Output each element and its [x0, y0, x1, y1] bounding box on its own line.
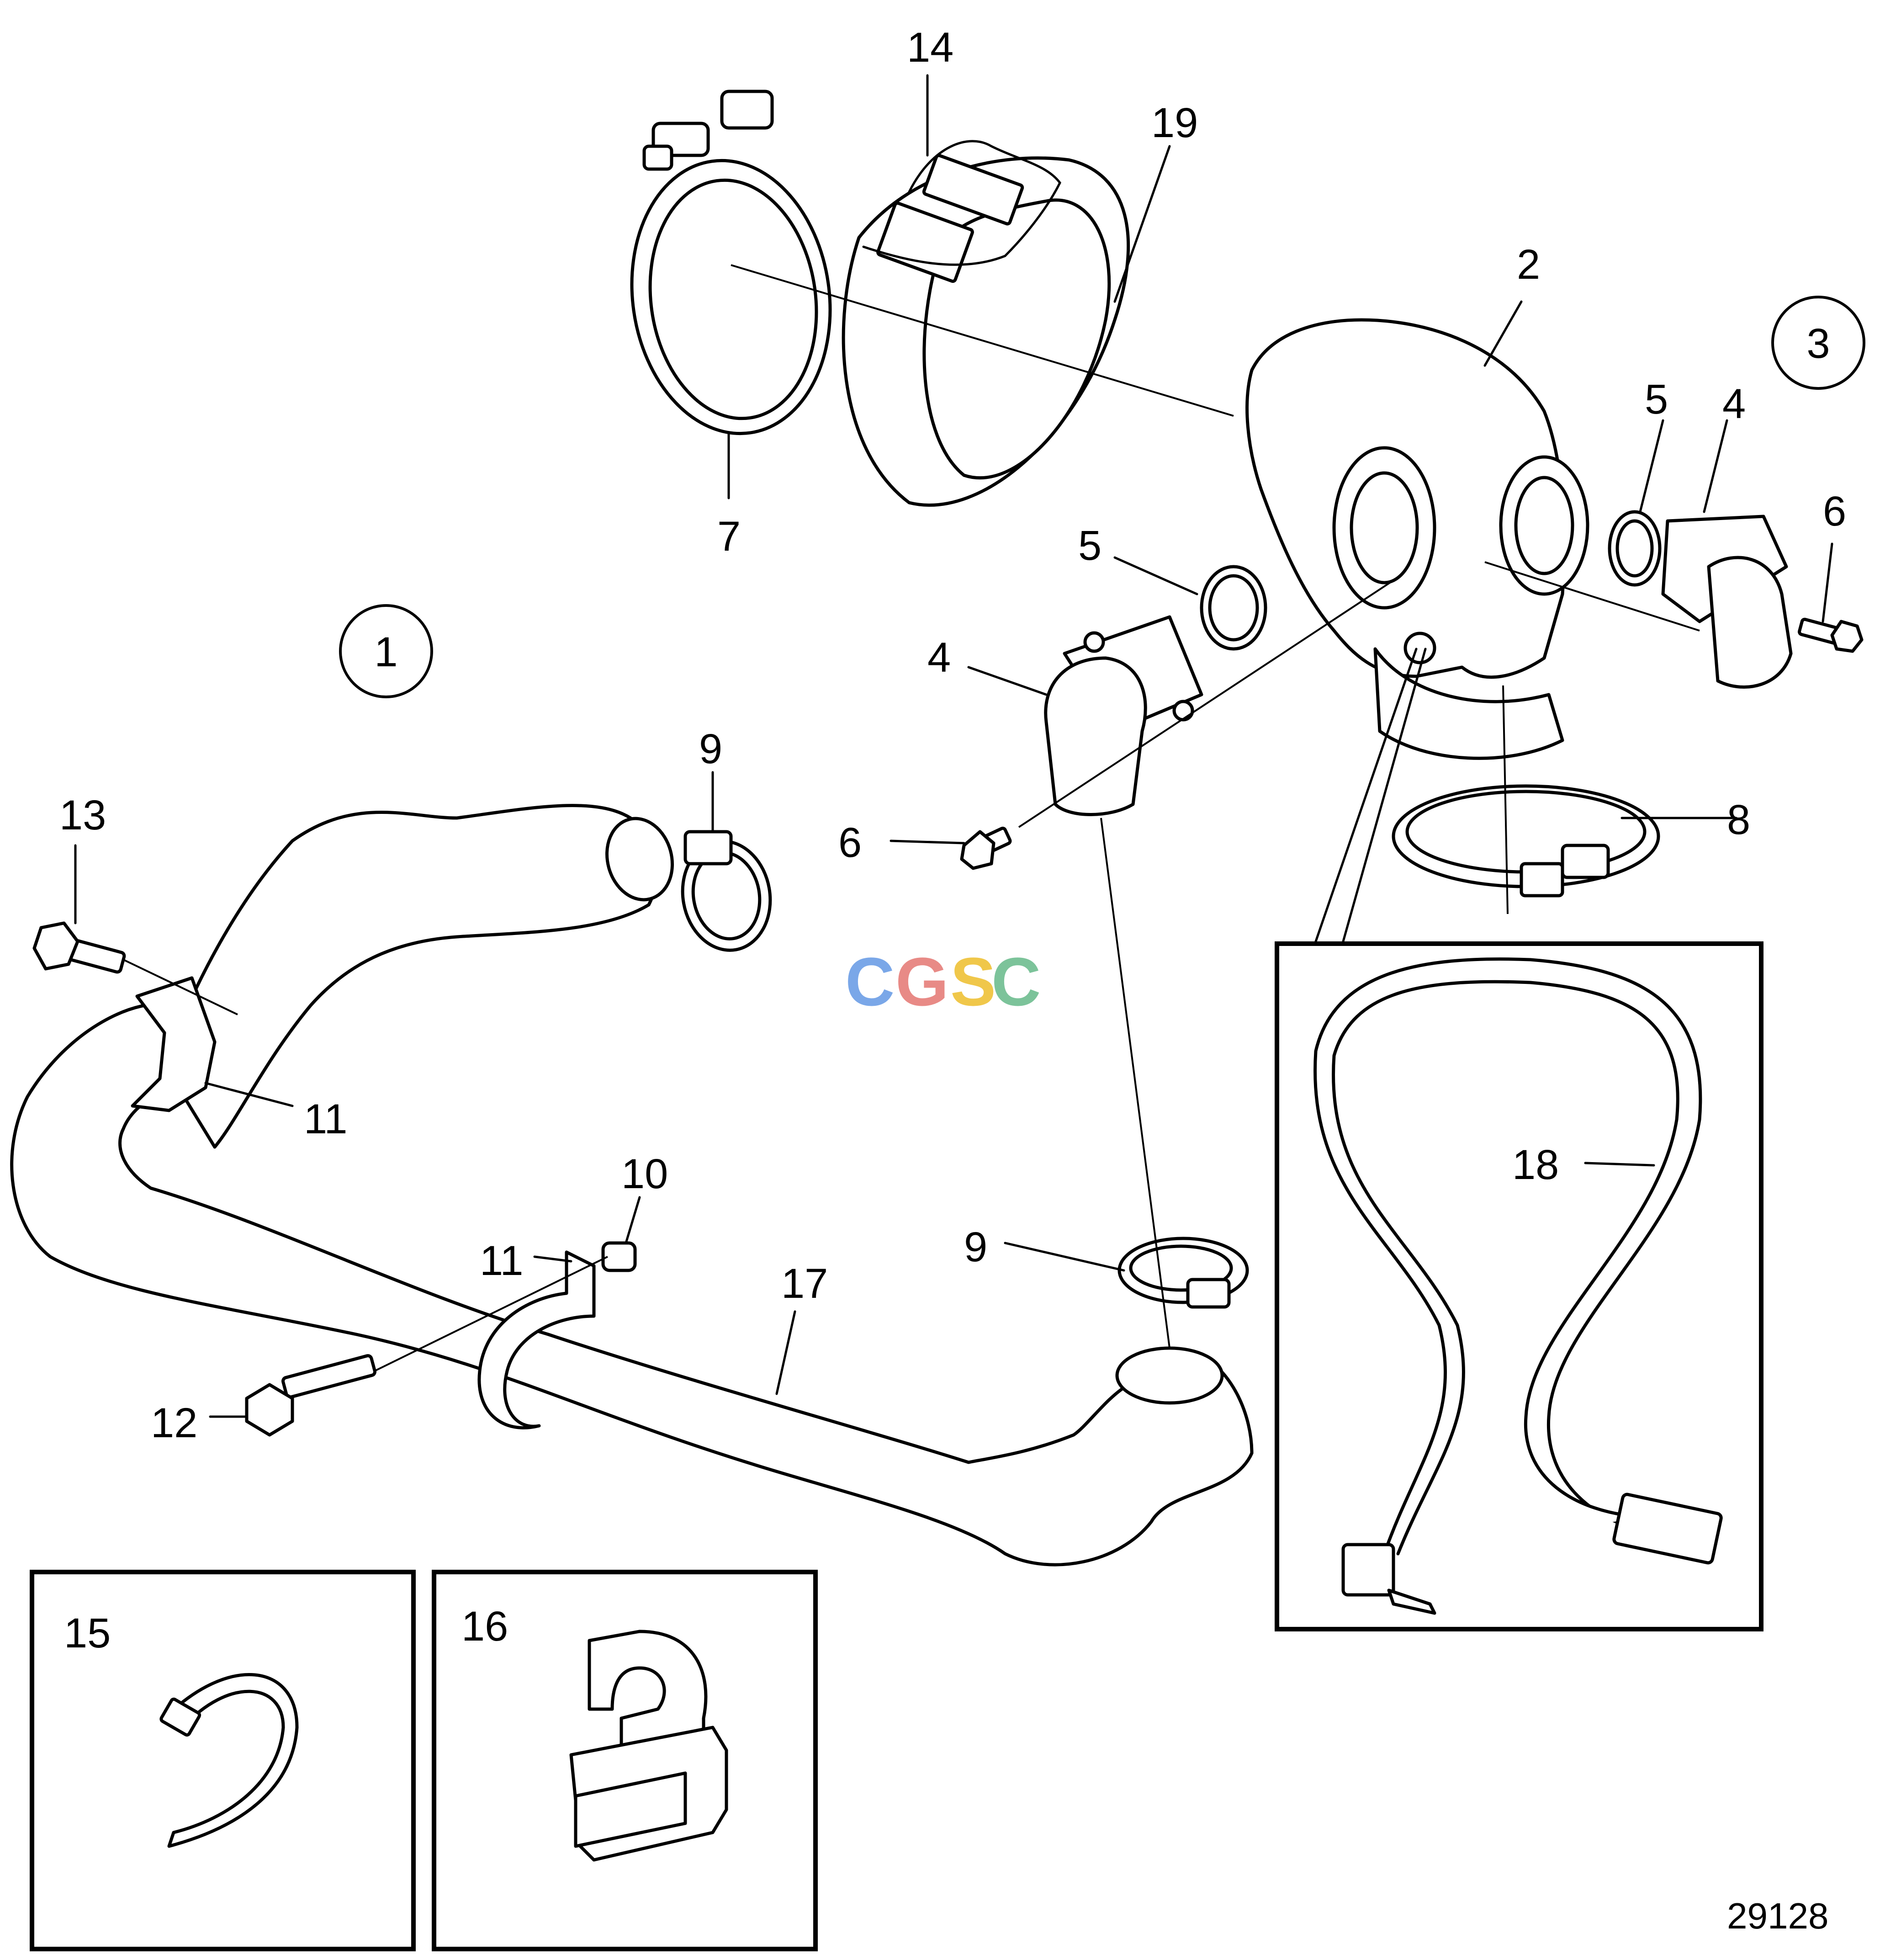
bolt-12: [245, 1354, 376, 1437]
elbow-left: [1044, 615, 1203, 816]
callout-17: 17: [781, 1260, 828, 1307]
alignment-line: [1502, 685, 1509, 914]
band-clamp: [1392, 784, 1660, 898]
view-marker-1: 1: [339, 604, 433, 698]
bolt-right: [1797, 617, 1864, 653]
alignment-line: [374, 1256, 608, 1372]
callout-14: 14: [907, 24, 953, 71]
callout-7: 7: [717, 513, 741, 560]
callout-10: 10: [621, 1151, 668, 1197]
callout-15: 15: [64, 1610, 111, 1657]
callout-4-right: 4: [1722, 381, 1746, 427]
alignment-line: [1018, 579, 1394, 828]
watermark-logo: C G S C: [845, 943, 1041, 1020]
callout-8: 8: [1727, 797, 1750, 843]
callout-18: 18: [1512, 1142, 1559, 1188]
coolant-pipe: [10, 804, 1254, 1567]
cable-clip-inset: [432, 1570, 818, 1951]
callout-6-left: 6: [838, 819, 862, 866]
callout-9-upper: 9: [699, 726, 722, 772]
pipe-bracket-upper: [131, 976, 217, 1112]
hose-clamp-lower: [1117, 1237, 1249, 1309]
pipe-bracket-lower: [477, 1250, 596, 1429]
callout-13: 13: [59, 792, 106, 839]
watermark-letter-g: G: [895, 943, 949, 1020]
v-band-clamp: [630, 90, 832, 436]
callout-2: 2: [1517, 241, 1540, 288]
watermark-letter-c2: C: [991, 943, 1041, 1020]
watermark-letter-c1: C: [845, 943, 895, 1020]
view-marker-1-label: 1: [374, 629, 397, 675]
watermark-letter-s: S: [950, 943, 996, 1020]
alignment-line: [1484, 561, 1700, 632]
callout-12: 12: [151, 1400, 197, 1446]
alignment-line: [123, 959, 238, 1015]
lock-wire: [862, 140, 1061, 266]
sensor-cable-inset: [1275, 648, 1763, 1631]
diagram-id: 29128: [1727, 1896, 1828, 1936]
heat-shield-band: [842, 154, 1130, 507]
callout-9-lower: 9: [964, 1224, 987, 1270]
callout-6-right: 6: [1823, 488, 1846, 535]
spacer: [601, 1241, 637, 1272]
exhaust-manifold: [1245, 318, 1589, 760]
callout-labels: 14 19 7 2 5 4 6 5 4 6 8 9 13 11 10 11 17…: [59, 24, 1846, 1657]
leader-lines: [74, 74, 1833, 1418]
bolt-left: [960, 827, 1012, 870]
callout-19: 19: [1151, 100, 1198, 146]
hose-clamp-upper: [681, 830, 772, 952]
assembly-axis-line: [731, 264, 1234, 417]
alignment-line: [1100, 818, 1170, 1349]
callout-11-lower: 11: [480, 1238, 524, 1284]
callout-16: 16: [461, 1603, 508, 1650]
bolt-13: [32, 921, 126, 974]
elbow-right: [1661, 515, 1793, 689]
callout-5-right: 5: [1645, 376, 1668, 423]
callout-4-left: 4: [927, 634, 951, 681]
view-marker-3-label: 3: [1806, 320, 1830, 367]
cable-tie-inset: [30, 1570, 416, 1951]
callout-11-upper: 11: [304, 1096, 348, 1142]
view-marker-3: 3: [1771, 296, 1865, 390]
callout-5-left: 5: [1078, 522, 1102, 569]
